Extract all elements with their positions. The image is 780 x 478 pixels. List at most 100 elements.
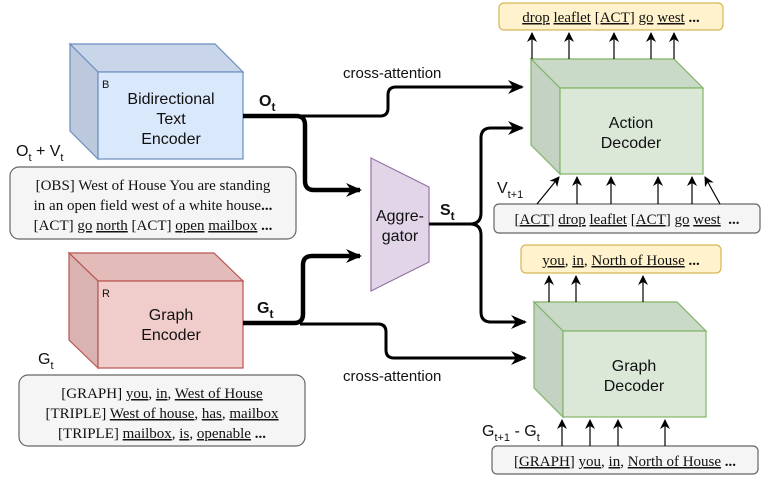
aggregator-block: Aggre- gator — [370, 157, 430, 292]
token-text: [ACT] — [128, 218, 176, 234]
action-decoder-front-face — [559, 87, 704, 175]
gt-to-aggregator-arrow — [243, 249, 362, 326]
token-text: ... — [685, 10, 700, 26]
text-encoder-label-line3: Encoder — [141, 131, 201, 148]
graph-encoder-block: R Graph Encoder — [67, 251, 245, 370]
token-text: , — [148, 386, 156, 402]
token-text: [ — [514, 454, 519, 470]
action-input-arrow — [536, 176, 560, 205]
underlined-token: leaflet — [590, 212, 628, 228]
underlined-token: go — [638, 10, 653, 26]
graph-encoder-tag: R — [102, 288, 110, 300]
action-input-box: [ACT] drop leaflet [ACT] go west ... — [493, 203, 761, 234]
st-to-graph-decoder-arrow — [469, 222, 527, 329]
token-text: , — [168, 386, 175, 402]
underlined-token: [ACT] — [595, 10, 635, 26]
token-text: ... — [251, 426, 266, 442]
graph-output-arrows — [544, 275, 648, 302]
graph-line-1: [GRAPH] you, in, West of House — [61, 386, 263, 402]
token-text: ] — [570, 454, 579, 470]
underlined-token: open — [175, 218, 205, 234]
action-output-text: drop leaflet [ACT] go west ... — [522, 10, 700, 26]
action-input-arrow — [704, 176, 721, 205]
token-text: [ — [627, 212, 636, 228]
action-decoder-label-line2: Decoder — [601, 135, 662, 152]
underlined-token: you — [542, 253, 565, 269]
token-text: [ACT] — [34, 218, 78, 234]
underlined-token: West of house — [110, 406, 195, 422]
ot-label: Ot — [259, 93, 275, 114]
token-text: [OBS] West of House You are standing — [36, 178, 271, 194]
graph-decoder-front-face — [562, 330, 707, 418]
underlined-token: West of House — [175, 386, 263, 402]
graph-encoder-label-line2: Encoder — [141, 327, 201, 344]
underlined-token: in — [572, 253, 584, 269]
underlined-token: leaflet — [554, 10, 592, 26]
graph-output-box: you, in, North of House ... — [520, 244, 722, 274]
token-text: ... — [261, 198, 273, 214]
underlined-token: you — [579, 454, 602, 470]
underlined-token: you — [126, 386, 149, 402]
token-text: ] — [666, 212, 675, 228]
token-text: , — [189, 426, 197, 442]
aggregator-label-line2: gator — [382, 228, 419, 245]
underlined-token: go — [674, 212, 689, 228]
underlined-token: has — [202, 406, 222, 422]
observation-line-2: in an open field west of a white house..… — [34, 198, 273, 214]
action-output-box: drop leaflet [ACT] go west ... — [498, 2, 724, 31]
graph-decoder-input-label: Gt+1 - Gt — [482, 423, 540, 444]
observation-line-3: [ACT] go north [ACT] open mailbox ... — [34, 218, 273, 234]
ot-to-aggregator-arrow — [243, 113, 362, 197]
token-text: in an open field west of a white house — [34, 198, 262, 214]
underlined-token: go — [77, 218, 92, 234]
aggregator-shape — [370, 157, 430, 292]
graph-decoder-input-box: [GRAPH] you, in, North of House ... — [491, 445, 759, 475]
underlined-token: mailbox — [208, 218, 258, 234]
token-text: [TRIPLE] — [45, 406, 109, 422]
st-to-action-decoder-arrow — [469, 121, 524, 226]
token-text: , — [565, 253, 573, 269]
text-encoder-input-label: Ot + Vt — [16, 143, 63, 164]
graph-decoder-top-face — [532, 301, 708, 332]
action-input-arrows — [536, 176, 721, 205]
token-text: ... — [721, 454, 736, 470]
action-decoder-label-line1: Action — [609, 115, 653, 132]
graph-output-text: you, in, North of House ... — [542, 253, 700, 269]
token-text: ... — [685, 253, 700, 269]
underlined-token: openable — [197, 426, 251, 442]
cross-attention-label-top: cross-attention — [343, 65, 441, 82]
graph-decoder-block: Graph Decoder — [532, 300, 708, 419]
underlined-token: North of House — [591, 253, 685, 269]
text-encoder-tag: B — [102, 79, 109, 91]
st-label: St — [440, 202, 455, 223]
text-encoder-top-face — [68, 43, 245, 73]
observation-line-1: [OBS] West of House You are standing — [36, 178, 271, 194]
action-output-arrows — [527, 32, 679, 59]
graph-encoder-top-face — [67, 252, 245, 282]
graph-line-2: [TRIPLE] West of house, has, mailbox — [45, 406, 279, 422]
underlined-token: west — [693, 212, 721, 228]
action-decoder-block: Action Decoder — [529, 57, 705, 176]
underlined-token: mailbox — [229, 406, 279, 422]
aggregator-label-line1: Aggre- — [376, 208, 424, 225]
graph-encoder-front-face — [97, 280, 244, 369]
underlined-token: is — [179, 426, 189, 442]
graph-encoder-label-line1: Graph — [149, 307, 193, 324]
token-text: , — [620, 454, 628, 470]
graph-decoder-label-line2: Decoder — [604, 378, 665, 395]
token-text: ... — [257, 218, 272, 234]
underlined-token: drop — [558, 212, 586, 228]
graph-line-3: [TRIPLE] mailbox, is, openable ... — [58, 426, 266, 442]
observation-input-box: [OBS] West of House You are standing in … — [9, 166, 297, 240]
token-text: , — [222, 406, 230, 422]
action-input-text: [ACT] drop leaflet [ACT] go west ... — [515, 212, 740, 228]
cross-attention-label-bottom: cross-attention — [343, 368, 441, 385]
underlined-token: ACT — [636, 212, 666, 228]
action-decoder-top-face — [529, 58, 705, 89]
graph-encoder-input-label: Gt — [38, 351, 54, 372]
token-text: [GRAPH] — [61, 386, 126, 402]
underlined-token: north — [96, 218, 128, 234]
token-text: , — [601, 454, 609, 470]
token-text: ... — [721, 212, 740, 228]
graph-input-box: [GRAPH] you, in, West of House [TRIPLE] … — [18, 374, 306, 447]
